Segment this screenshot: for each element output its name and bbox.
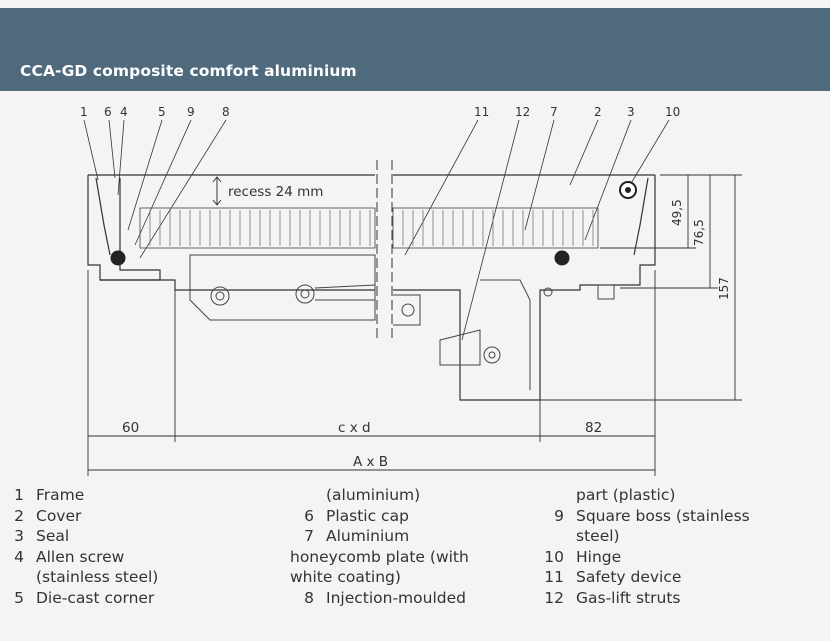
callout-11: 11 xyxy=(474,105,489,119)
callout-10: 10 xyxy=(665,105,680,119)
callout-5: 5 xyxy=(158,105,166,119)
mechanism xyxy=(189,254,615,390)
honeycomb-cells xyxy=(149,210,594,246)
callout-9: 9 xyxy=(187,105,195,119)
recess-label: recess 24 mm xyxy=(228,184,323,200)
callout-7: 7 xyxy=(550,105,558,119)
legend-item: steel) xyxy=(576,527,620,545)
page-title: CCA-GD composite comfort aluminium xyxy=(20,62,357,80)
callout-12: 12 xyxy=(515,105,530,119)
dim-157: 157 xyxy=(717,277,731,300)
callout-2: 2 xyxy=(594,105,602,119)
break-lines xyxy=(376,160,393,340)
cross-section-drawing: 1 6 4 5 9 8 11 12 7 2 3 10 xyxy=(80,105,742,476)
callout-labels: 1 6 4 5 9 8 11 12 7 2 3 10 xyxy=(80,105,680,119)
legend-item: honeycomb plate (with xyxy=(290,547,469,566)
horizontal-dimensions xyxy=(87,270,656,476)
recess-dimension xyxy=(212,176,222,206)
callout-8: 8 xyxy=(222,105,230,119)
honeycomb-plate xyxy=(139,207,599,249)
header-banner: CCA-GD composite comfort aluminium xyxy=(0,8,830,91)
callout-4: 4 xyxy=(120,105,128,119)
legend-item: white coating) xyxy=(290,568,401,586)
legend-item: part (plastic) xyxy=(576,486,676,504)
dim-49-5: 49,5 xyxy=(670,199,684,226)
seal-right xyxy=(554,250,570,266)
callout-1: 1 xyxy=(80,105,88,119)
legend-item: (aluminium) xyxy=(326,486,421,504)
frame-outline xyxy=(87,174,656,401)
callout-6: 6 xyxy=(104,105,112,119)
vertical-dimensions xyxy=(540,174,742,401)
dim-82: 82 xyxy=(585,420,602,436)
dim-cxd: c x d xyxy=(338,420,371,436)
leader-lines xyxy=(83,119,670,341)
dim-axb: A x B xyxy=(353,454,388,470)
callout-3: 3 xyxy=(627,105,635,119)
dim-60: 60 xyxy=(122,420,139,436)
seal-left xyxy=(110,250,126,266)
dim-76-5: 76,5 xyxy=(692,219,706,246)
legend-item: (stainless steel) xyxy=(36,568,159,586)
